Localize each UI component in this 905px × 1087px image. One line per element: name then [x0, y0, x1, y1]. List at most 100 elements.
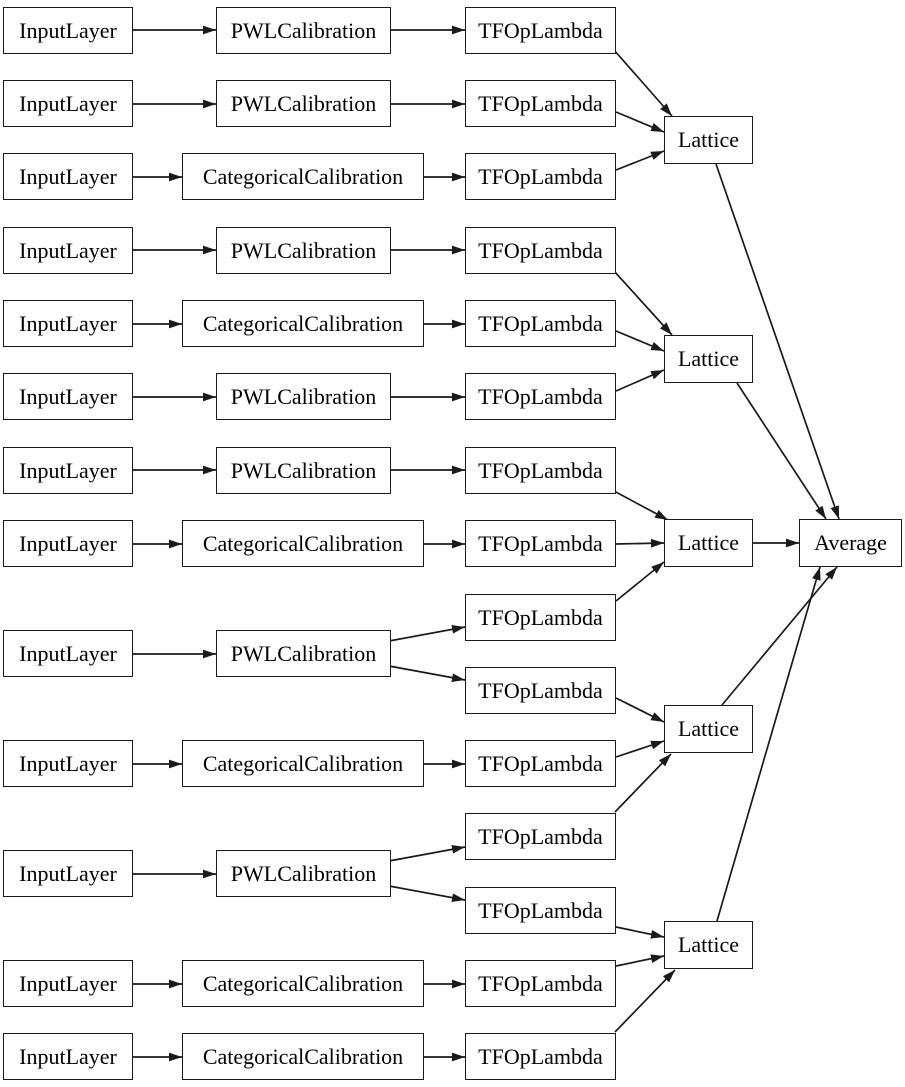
node-label: Lattice: [677, 127, 740, 152]
node-label: TFOpLambda: [478, 750, 603, 776]
edge-tf9-lat3: [615, 561, 665, 602]
node-label: InputLayer: [19, 860, 117, 886]
pwlcalibration-node-cal7: PWLCalibration: [216, 447, 391, 494]
node-label: InputLayer: [19, 530, 117, 556]
node-label: InputLayer: [19, 1043, 117, 1069]
input-layer-node-in10: InputLayer: [3, 740, 133, 787]
categorical-calibration-node-cal12: CategoricalCalibration: [182, 960, 424, 1007]
node-label: InputLayer: [19, 90, 117, 116]
node-label: TFOpLambda: [478, 604, 603, 630]
tfop-lambda-node-tf11: TFOpLambda: [465, 740, 616, 787]
node-label: InputLayer: [19, 17, 117, 43]
edge-cal11-tf13: [388, 885, 466, 902]
pwlcalibration-node-cal6: PWLCalibration: [216, 373, 391, 420]
node-label: Lattice: [677, 530, 740, 555]
categorical-calibration-node-cal10: CategoricalCalibration: [182, 740, 424, 787]
tfop-lambda-node-tf13: TFOpLambda: [465, 887, 616, 934]
node-label: TFOpLambda: [478, 90, 603, 116]
edge-tf5-lat2: [615, 330, 665, 352]
categorical-calibration-node-cal13: CategoricalCalibration: [182, 1033, 424, 1080]
input-layer-node-in11: InputLayer: [3, 850, 133, 897]
lattice-node-lat3: Lattice: [664, 519, 753, 567]
node-label: TFOpLambda: [478, 677, 603, 703]
node-label: InputLayer: [19, 163, 117, 189]
tfop-lambda-node-tf15: TFOpLambda: [465, 1033, 616, 1080]
tfop-lambda-node-tf3: TFOpLambda: [465, 153, 616, 200]
pwlcalibration-node-cal2: PWLCalibration: [216, 80, 391, 127]
node-label: Lattice: [677, 932, 740, 957]
node-label: TFOpLambda: [478, 237, 603, 263]
node-label: TFOpLambda: [478, 823, 603, 849]
node-label: TFOpLambda: [478, 457, 603, 483]
input-layer-node-in13: InputLayer: [3, 1033, 133, 1080]
edge-tf1-lat1: [613, 49, 673, 117]
lattice-node-lat5: Lattice: [664, 921, 753, 969]
edge-tf3-lat1: [615, 150, 665, 171]
tfop-lambda-node-tf14: TFOpLambda: [465, 960, 616, 1007]
edge-lat2-avg: [736, 382, 827, 520]
average-node-avg: Average: [799, 519, 902, 567]
input-layer-node-in1: InputLayer: [3, 7, 133, 54]
tfop-lambda-node-tf8: TFOpLambda: [465, 520, 616, 567]
edge-cal9-tf10: [388, 665, 466, 682]
node-label: TFOpLambda: [478, 897, 603, 923]
node-label: TFOpLambda: [478, 17, 603, 43]
node-label: Average: [814, 530, 887, 555]
node-label: PWLCalibration: [230, 383, 377, 409]
edge-tf4-lat2: [613, 270, 673, 336]
node-label: InputLayer: [19, 237, 117, 263]
edge-tf13-lat5: [615, 926, 665, 939]
node-label: PWLCalibration: [230, 640, 377, 666]
input-layer-node-in4: InputLayer: [3, 227, 133, 274]
node-label: PWLCalibration: [230, 90, 377, 116]
lattice-node-lat1: Lattice: [664, 116, 753, 164]
input-layer-node-in5: InputLayer: [3, 300, 133, 347]
edge-tf12-lat4: [614, 753, 672, 813]
edge-tf2-lat1: [615, 111, 665, 133]
pwlcalibration-node-cal9: PWLCalibration: [216, 630, 391, 677]
tfop-lambda-node-tf6: TFOpLambda: [465, 373, 616, 420]
node-label: PWLCalibration: [230, 237, 377, 263]
node-label: Lattice: [677, 346, 740, 371]
pwlcalibration-node-cal4: PWLCalibration: [216, 227, 391, 274]
tfop-lambda-node-tf9: TFOpLambda: [465, 594, 616, 641]
pwlcalibration-node-cal11: PWLCalibration: [216, 850, 391, 897]
categorical-calibration-node-cal8: CategoricalCalibration: [182, 520, 424, 567]
node-label: PWLCalibration: [230, 457, 377, 483]
tfop-lambda-node-tf12: TFOpLambda: [465, 813, 616, 860]
edge-tf8-lat3: [615, 538, 665, 548]
node-label: TFOpLambda: [478, 383, 603, 409]
input-layer-node-in6: InputLayer: [3, 373, 133, 420]
node-label: CategoricalCalibration: [202, 750, 404, 776]
node-label: TFOpLambda: [478, 1043, 603, 1069]
edge-tf6-lat2: [615, 369, 665, 392]
input-layer-node-in7: InputLayer: [3, 447, 133, 494]
node-label: InputLayer: [19, 457, 117, 483]
node-label: InputLayer: [19, 310, 117, 336]
node-label: PWLCalibration: [230, 860, 377, 886]
node-label: CategoricalCalibration: [202, 1043, 404, 1069]
edge-cal11-tf12: [388, 845, 466, 862]
input-layer-node-in2: InputLayer: [3, 80, 133, 127]
node-label: TFOpLambda: [478, 310, 603, 336]
node-label: InputLayer: [19, 750, 117, 776]
categorical-calibration-node-cal5: CategoricalCalibration: [182, 300, 424, 347]
tfop-lambda-node-tf1: TFOpLambda: [465, 7, 616, 54]
lattice-node-lat2: Lattice: [664, 335, 753, 383]
input-layer-node-in9: InputLayer: [3, 630, 133, 677]
tfop-lambda-node-tf2: TFOpLambda: [465, 80, 616, 127]
pwlcalibration-node-cal1: PWLCalibration: [216, 7, 391, 54]
edge-tf7-lat3: [613, 490, 669, 521]
input-layer-node-in8: InputLayer: [3, 520, 133, 567]
node-label: CategoricalCalibration: [202, 163, 404, 189]
node-label: InputLayer: [19, 970, 117, 996]
input-layer-node-in12: InputLayer: [3, 960, 133, 1007]
edge-tf11-lat4: [615, 740, 665, 758]
edge-tf15-lat5: [614, 969, 676, 1033]
lattice-node-lat4: Lattice: [664, 705, 753, 753]
categorical-calibration-node-cal3: CategoricalCalibration: [182, 153, 424, 200]
tfop-lambda-node-tf10: TFOpLambda: [465, 667, 616, 714]
edge-tf14-lat5: [615, 954, 665, 967]
node-label: CategoricalCalibration: [202, 310, 404, 336]
